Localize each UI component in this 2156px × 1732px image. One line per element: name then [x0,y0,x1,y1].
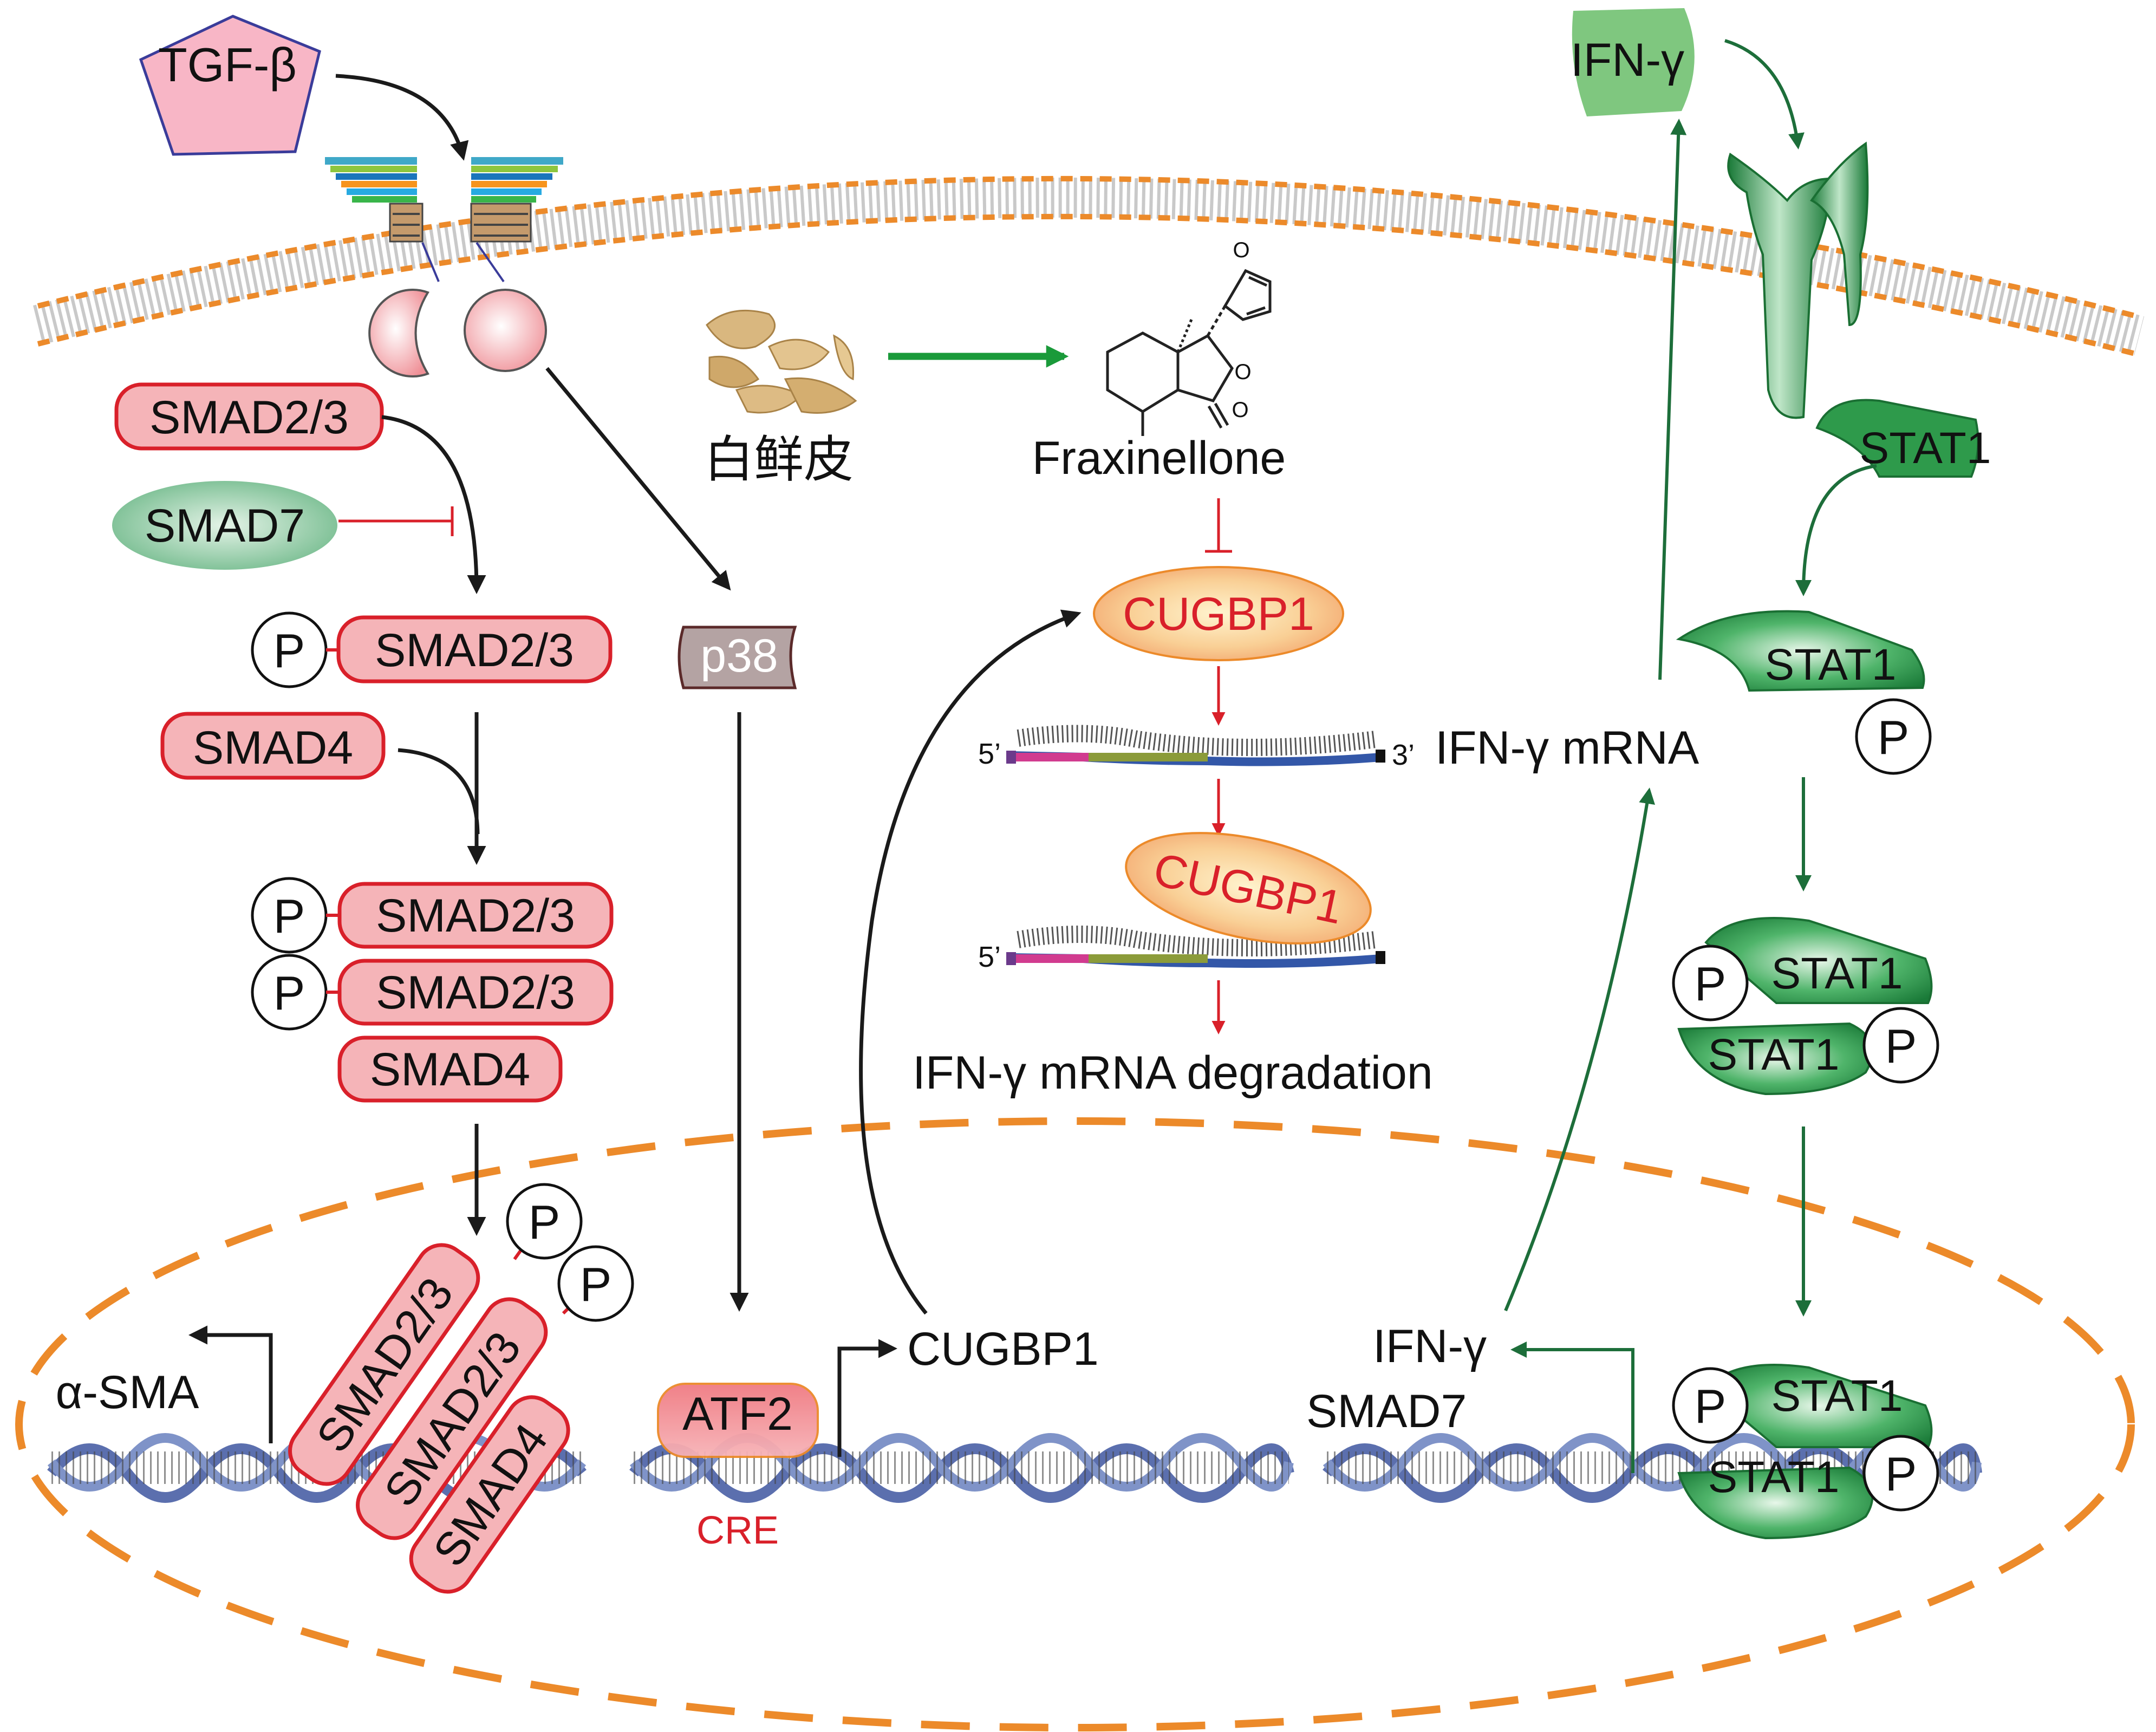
ifn-gamma-receptor [1727,141,1869,419]
mrna1-three-prime: 3’ [1392,739,1415,771]
cugbp1-gene-label: CUGBP1 [907,1323,1099,1375]
fraxinellone-label: Fraxinellone [1032,432,1286,484]
alpha-sma-label: α-SMA [56,1366,199,1418]
arrow-smad4-merge [398,748,480,835]
svg-text:STAT1: STAT1 [1860,424,1991,473]
stat1-dimer-nuclear: P STAT1 STAT1 P [1672,1364,1939,1540]
cugbp1-transcription-arrow [837,1339,897,1457]
smad23-free: SMAD2/3 [114,382,384,451]
arrow-ifn-gene-to-mrna [1504,787,1656,1312]
arrow-ifn-to-receptor [1724,39,1805,149]
mrna1-five-prime: 5’ [978,738,1001,770]
svg-text:P: P [529,1195,561,1249]
arrow-receptor-to-p38 [545,367,731,591]
ifn-mrna-degradation-label: IFN-γ mRNA degradation [913,1047,1433,1099]
svg-text:P: P [273,966,305,1020]
smad7-inhibition-line [338,506,454,536]
ifn-gamma-ligand: IFN-γ [1571,8,1695,116]
svg-text:SMAD2/3: SMAD2/3 [149,392,349,444]
fraxinellone-atom-o2: O [1232,398,1248,422]
svg-text:IFN-γ: IFN-γ [1571,34,1684,86]
ifn-mrna-label: IFN-γ mRNA [1435,722,1699,774]
svg-text:SMAD4: SMAD4 [370,1044,530,1096]
ifn-gamma-gene-label: IFN-γ [1373,1320,1487,1372]
stat1-transcription-arrow [1510,1342,1634,1473]
receptor-kinase-left [368,289,429,377]
receptor-left-stack [325,157,424,243]
svg-text:STAT1: STAT1 [1765,640,1897,689]
svg-text:SMAD7: SMAD7 [145,500,305,552]
smad-complex-nuclear: SMAD2/3 SMAD2/3 SMAD4 P P [288,1183,634,1594]
stat1-dimer-cytoplasm: P STAT1 STAT1 P [1672,917,1939,1096]
mrna-strand-1 [1006,725,1385,766]
p38-kinase: p38 [678,626,797,689]
stat1-at-receptor: STAT1 [1815,399,1991,478]
svg-text:P: P [1695,1379,1727,1433]
smad7-gene-label: SMAD7 [1306,1385,1467,1437]
smad7-inhibitor: SMAD7 [112,481,337,570]
alpha-sma-transcription-arrow [188,1325,273,1443]
arrow-smad23-phospho [381,415,486,594]
fraxinellone-structure [1106,269,1272,436]
svg-text:STAT1: STAT1 [1708,1453,1840,1502]
herb-name: 白鲜皮 [704,431,854,489]
arrow-tgf-to-receptor [335,74,469,161]
svg-text:STAT1: STAT1 [1771,949,1903,998]
svg-text:P: P [1695,957,1727,1011]
svg-text:P: P [1885,1019,1917,1073]
cre-label: CRE [696,1509,779,1552]
svg-text:p38: p38 [700,630,778,682]
svg-text:SMAD4: SMAD4 [193,722,353,774]
svg-text:SMAD2/3: SMAD2/3 [376,890,575,942]
tgf-beta-ligand: TGF-β [139,15,321,156]
nucleus-envelope [15,1117,2135,1731]
receptor-right-stack [470,157,563,243]
smad4-free: SMAD4 [160,712,386,780]
mrna2-five-prime: 5’ [978,941,1001,973]
svg-text:CUGBP1: CUGBP1 [1123,588,1314,640]
svg-text:ATF2: ATF2 [682,1388,793,1440]
svg-text:P: P [580,1258,612,1311]
svg-text:SMAD2/3: SMAD2/3 [376,967,575,1019]
tgf-beta-label: TGF-β [158,38,297,92]
svg-text:P: P [273,624,305,678]
svg-text:P: P [273,889,305,943]
fraxinellone-inhibition [1205,498,1232,553]
arrow-stat1-phospho [1795,464,1877,596]
receptor-kinase-right [464,289,547,372]
atf2-factor: ATF2 [657,1383,819,1458]
arrow-cugbp1-gene-to-protein [859,609,1082,1315]
svg-text:STAT1: STAT1 [1771,1371,1903,1421]
arrow-ifn-mrna-to-secretion [1658,119,1687,680]
svg-text:SMAD2/3: SMAD2/3 [375,624,574,676]
cugbp1-bound: CUGBP1 [1125,832,1372,945]
mrna-strand-2 [1006,926,1385,968]
svg-text:P: P [1878,711,1910,764]
cugbp1-protein: CUGBP1 [1093,566,1344,661]
herb-image [706,309,857,414]
fraxinellone-atom-o3: O [1233,238,1249,262]
tgf-beta-receptor [325,157,563,377]
smad-complex-cytoplasm: P SMAD2/3 P SMAD2/3 SMAD4 [251,877,614,1103]
fraxinellone-atom-o1: O [1234,360,1251,384]
svg-text:P: P [1885,1447,1917,1501]
svg-text:STAT1: STAT1 [1708,1030,1840,1079]
p-smad23: P SMAD2/3 [251,611,613,688]
stat1-phosphorylated: STAT1 P [1676,610,1932,775]
